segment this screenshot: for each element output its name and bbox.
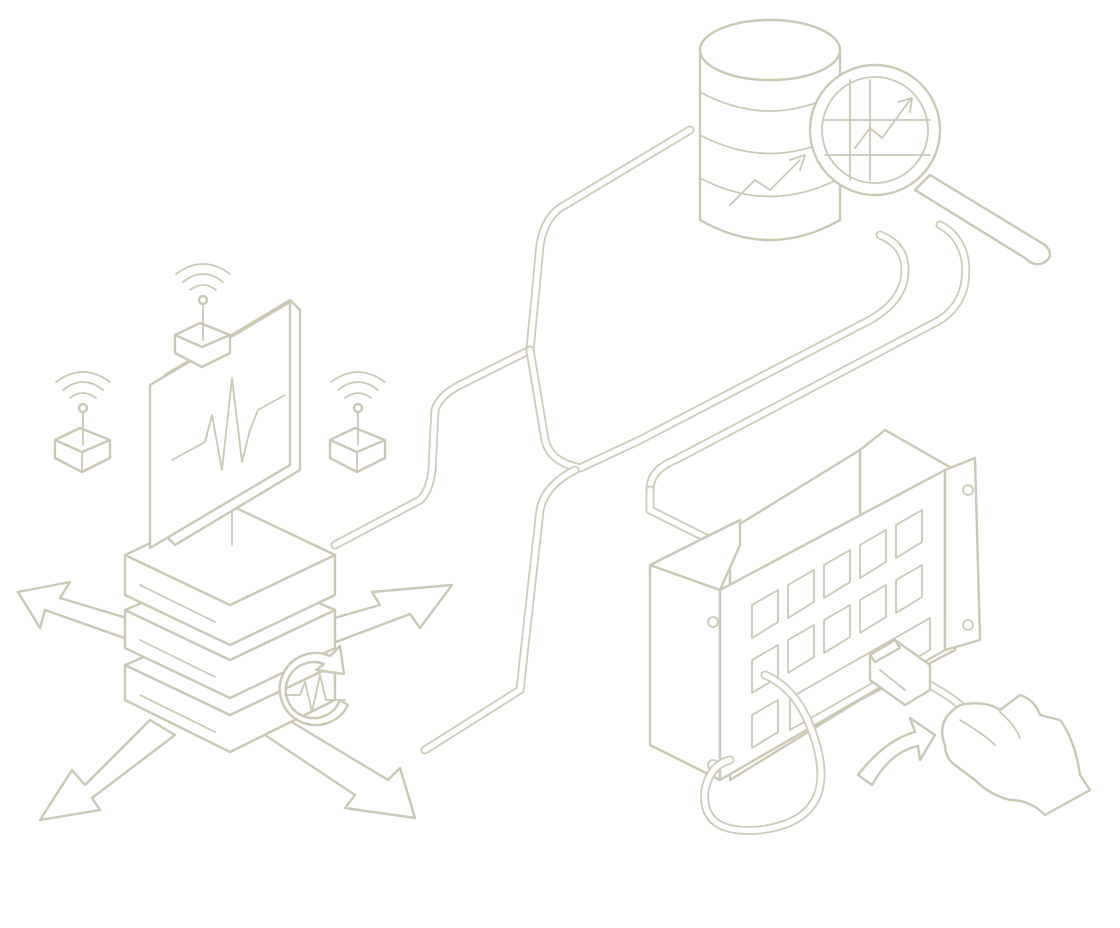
hand-icon <box>940 693 1092 817</box>
patch-panel-icon <box>648 428 982 835</box>
refresh-pulse-icon <box>278 644 350 727</box>
magnifier-chart-icon <box>808 63 1052 266</box>
database-icon <box>698 18 842 242</box>
wifi-sensor-icon <box>53 263 387 474</box>
connection-cables <box>330 125 971 755</box>
server-stack-icon <box>123 503 337 754</box>
curved-arrow-icon <box>856 716 937 787</box>
